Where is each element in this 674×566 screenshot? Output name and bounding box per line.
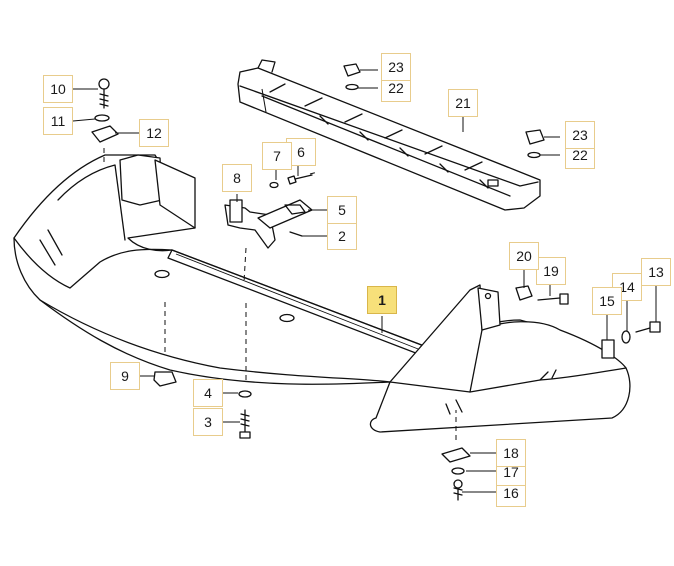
- callout-11: 11: [43, 107, 73, 135]
- callout-5: 5: [327, 196, 357, 224]
- callout-4: 4: [193, 379, 223, 407]
- callout-19: 19: [536, 257, 566, 285]
- front-spoiler-panel: [13, 154, 631, 433]
- callout-8: 8: [222, 164, 252, 192]
- reinforcement-bracket: [237, 59, 541, 211]
- callout-2: 2: [327, 222, 357, 250]
- callout-12: 12: [139, 119, 169, 147]
- callout-13: 13: [641, 258, 671, 286]
- callout-7: 7: [262, 142, 292, 170]
- callout-18: 18: [496, 439, 526, 467]
- callout-3: 3: [193, 408, 223, 436]
- callout-9: 9: [110, 362, 140, 390]
- callout-15: 15: [592, 287, 622, 315]
- callout-1: 1: [367, 286, 397, 314]
- center-bracket: [224, 199, 313, 249]
- callout-14: 14: [612, 273, 642, 301]
- callout-21: 21: [448, 89, 478, 117]
- callout-23-top: 23: [381, 53, 411, 81]
- callout-20: 20: [509, 242, 539, 270]
- callout-10: 10: [43, 75, 73, 103]
- fasteners: [91, 63, 661, 501]
- leader-lines: [72, 69, 657, 493]
- assembly-lines: [103, 148, 457, 440]
- callout-23-right: 23: [565, 121, 595, 149]
